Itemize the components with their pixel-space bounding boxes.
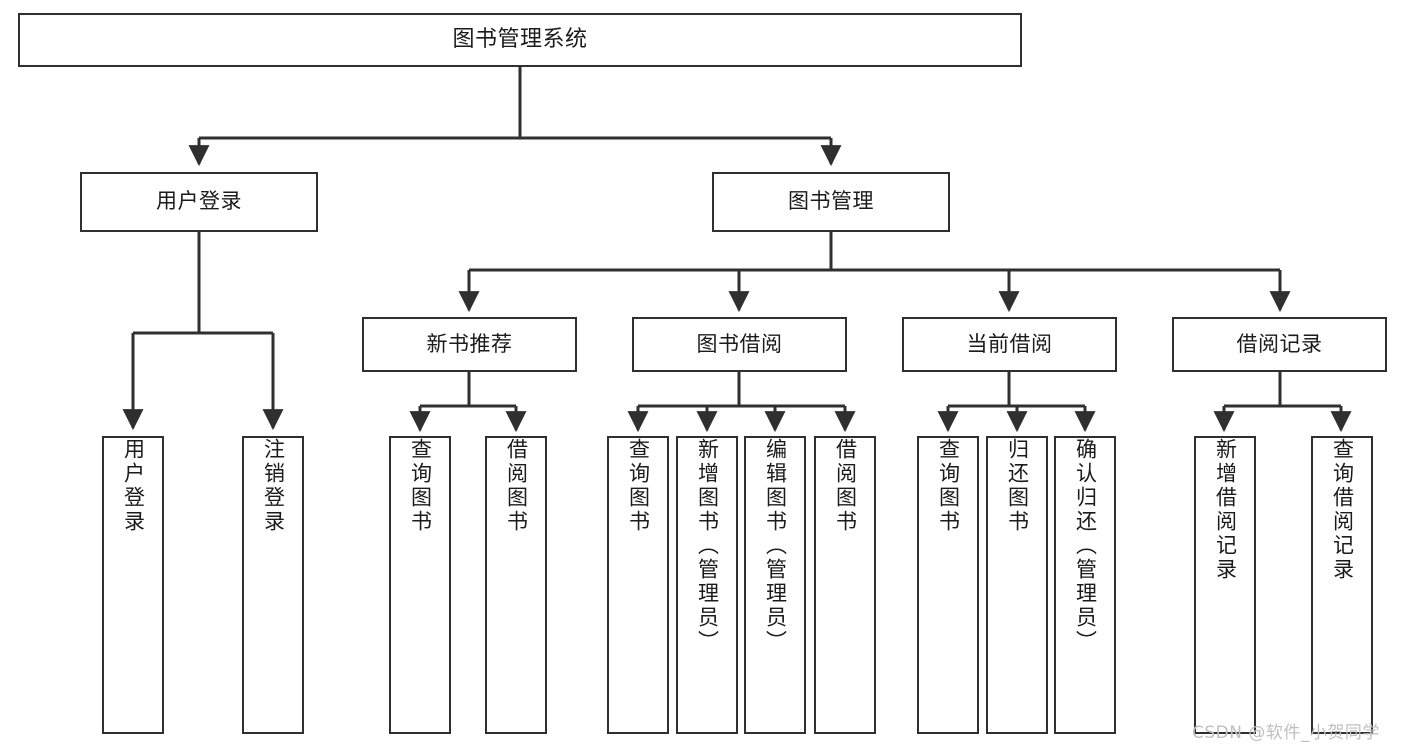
node-leaf-return-book[interactable]: 归还图书 xyxy=(986,436,1048,734)
node-user-login-label: 用户登录 xyxy=(156,189,242,214)
node-leaf-borrow-book-2-label: 借阅图书 xyxy=(833,438,858,534)
node-book-manage-label: 图书管理 xyxy=(788,189,874,214)
node-leaf-query-book-2-label: 查询图书 xyxy=(626,438,651,534)
node-leaf-add-borrow-record-label: 新增借阅记录 xyxy=(1213,438,1238,582)
csdn-watermark: CSDN @软件_小贺同学 xyxy=(1192,723,1380,743)
node-leaf-borrow-book-1-label: 借阅图书 xyxy=(504,438,529,534)
node-user-login[interactable]: 用户登录 xyxy=(80,172,318,232)
node-current-borrow-label: 当前借阅 xyxy=(966,331,1053,356)
node-leaf-add-book-admin-label: 新增图书（管理员） xyxy=(695,438,720,654)
node-leaf-query-borrow-record[interactable]: 查询借阅记录 xyxy=(1311,436,1373,734)
node-leaf-borrow-book-2[interactable]: 借阅图书 xyxy=(814,436,876,734)
node-leaf-query-book-3-label: 查询图书 xyxy=(936,438,961,534)
node-leaf-query-book-3[interactable]: 查询图书 xyxy=(917,436,979,734)
node-book-borrow[interactable]: 图书借阅 xyxy=(632,317,847,372)
node-borrow-record[interactable]: 借阅记录 xyxy=(1172,317,1387,372)
node-book-manage[interactable]: 图书管理 xyxy=(712,172,950,232)
node-borrow-record-label: 借阅记录 xyxy=(1236,331,1323,356)
node-leaf-confirm-return-admin[interactable]: 确认归还（管理员） xyxy=(1054,436,1116,734)
node-leaf-query-book-1-label: 查询图书 xyxy=(408,438,433,534)
node-root[interactable]: 图书管理系统 xyxy=(18,13,1022,67)
node-leaf-add-book-admin[interactable]: 新增图书（管理员） xyxy=(676,436,738,734)
node-leaf-logout-login[interactable]: 注销登录 xyxy=(242,436,304,734)
node-new-book-recommend-label: 新书推荐 xyxy=(426,331,513,356)
node-leaf-query-book-2[interactable]: 查询图书 xyxy=(607,436,669,734)
node-book-borrow-label: 图书借阅 xyxy=(696,331,783,356)
node-leaf-user-login[interactable]: 用户登录 xyxy=(102,436,164,734)
node-leaf-confirm-return-admin-label: 确认归还（管理员） xyxy=(1073,438,1098,654)
node-current-borrow[interactable]: 当前借阅 xyxy=(902,317,1117,372)
node-leaf-logout-login-label: 注销登录 xyxy=(261,438,286,534)
node-leaf-edit-book-admin[interactable]: 编辑图书（管理员） xyxy=(744,436,806,734)
node-leaf-user-login-label: 用户登录 xyxy=(121,438,146,534)
node-leaf-edit-book-admin-label: 编辑图书（管理员） xyxy=(763,438,788,654)
node-leaf-add-borrow-record[interactable]: 新增借阅记录 xyxy=(1194,436,1256,734)
node-leaf-query-book-1[interactable]: 查询图书 xyxy=(389,436,451,734)
node-leaf-query-borrow-record-label: 查询借阅记录 xyxy=(1330,438,1355,582)
node-leaf-return-book-label: 归还图书 xyxy=(1005,438,1030,534)
node-root-label: 图书管理系统 xyxy=(452,26,588,52)
node-new-book-recommend[interactable]: 新书推荐 xyxy=(362,317,577,372)
node-leaf-borrow-book-1[interactable]: 借阅图书 xyxy=(485,436,547,734)
